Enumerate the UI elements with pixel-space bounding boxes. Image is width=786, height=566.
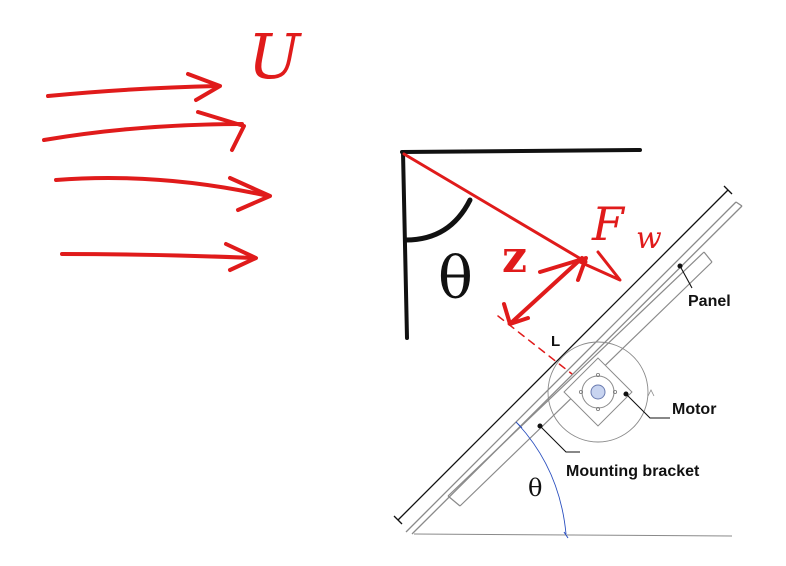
dimension-tick-top (723, 185, 733, 195)
tilt-angle-arc-tick-bottom (563, 531, 569, 539)
mounting-bracket-rail (447, 251, 705, 497)
horizontal-axis-line (400, 148, 642, 154)
motor-leader (625, 393, 670, 419)
wind-arrow-4 (60, 242, 258, 272)
panel-surface (405, 201, 737, 533)
panel-end-cap-top (735, 201, 743, 207)
theta-handwritten-label: θ (438, 244, 473, 312)
leader-lines (537, 263, 693, 453)
panel-assembly (393, 185, 743, 539)
reference-axes (400, 148, 642, 340)
motor-bolt-2 (596, 406, 601, 411)
mounting-bracket-end-bottom (447, 495, 461, 507)
panel-dimension-line (397, 189, 729, 521)
wind-speed-label: U (248, 20, 302, 93)
motor-shaft (590, 384, 606, 400)
wind-force-subscript: w (636, 221, 662, 256)
motor-label: Motor (672, 401, 716, 418)
vertical-axis-line (401, 150, 409, 340)
dimension-tick-bottom (393, 515, 403, 525)
wind-arrows (42, 72, 272, 272)
distance-dashed-line (497, 315, 573, 375)
force-arrowhead (578, 250, 622, 282)
panel-leader (679, 265, 693, 289)
motor-bolt-3 (579, 389, 584, 394)
distance-arrow-tail (502, 302, 530, 326)
motor-outer-circle (547, 341, 649, 443)
tilt-angle-arc-tick-top (515, 421, 523, 429)
panel-surface-inner (411, 205, 743, 535)
theta-arc (403, 197, 473, 243)
force-direction-line (402, 152, 588, 264)
bracket-leader (539, 425, 580, 453)
wind-arrow-2 (42, 110, 246, 152)
distance-arrow (510, 256, 584, 324)
distance-handwritten-label: z (502, 232, 527, 283)
length-label: L (551, 333, 560, 350)
wind-force-label: F (591, 197, 626, 251)
tilt-angle-arc (517, 423, 567, 535)
motor (547, 341, 655, 443)
wind-arrow-1 (46, 72, 222, 102)
motor-bolt-4 (613, 389, 618, 394)
rotation-mark (647, 389, 655, 397)
tilt-angle-label: θ (528, 474, 542, 502)
motor-bolt-1 (596, 372, 601, 377)
wind-arrow-3 (54, 176, 272, 212)
mounting-bracket-end-top (703, 251, 713, 263)
force-arrow-tail (538, 256, 588, 282)
ground-line (413, 533, 733, 537)
panel-label: Panel (688, 293, 731, 310)
force-vector (402, 152, 622, 375)
mounting-bracket-label: Mounting bracket (566, 463, 700, 480)
